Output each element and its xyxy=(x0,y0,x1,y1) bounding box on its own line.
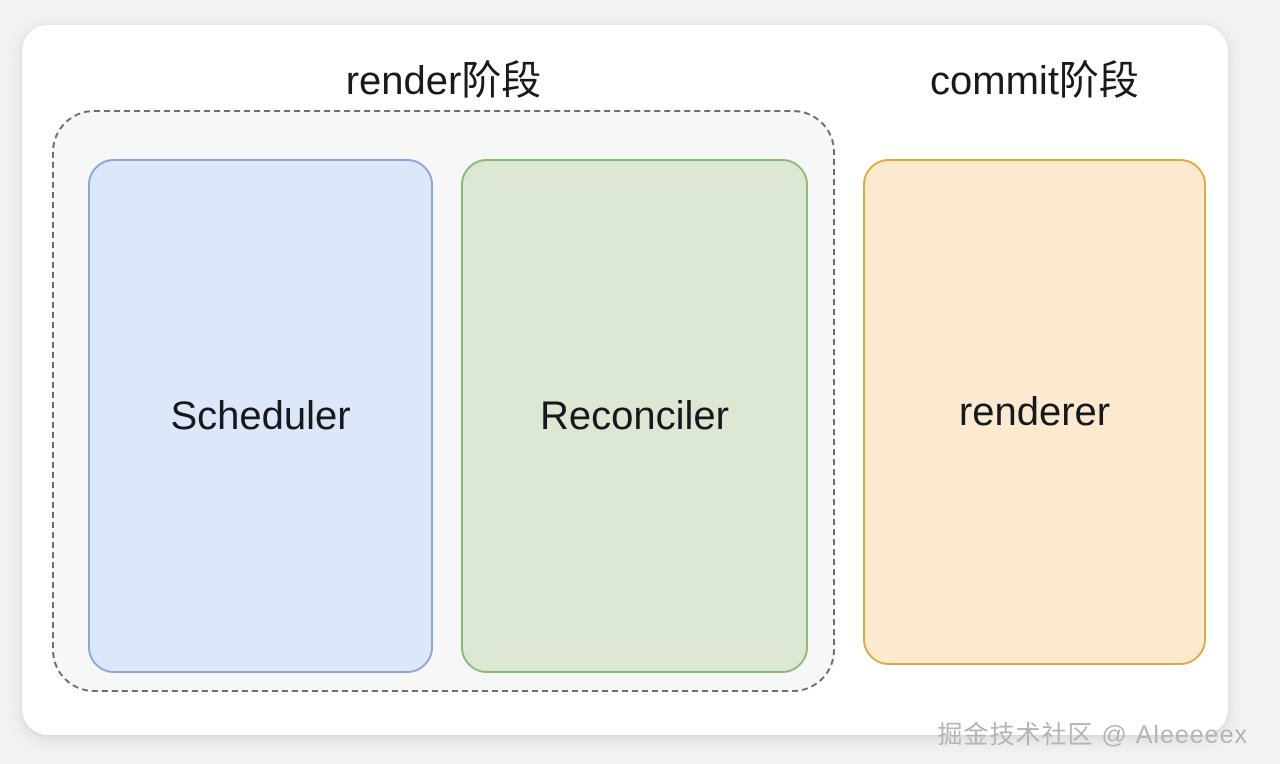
box-scheduler: Scheduler xyxy=(88,159,433,673)
phase-title-render: render阶段 xyxy=(345,59,542,103)
box-renderer-label: renderer xyxy=(958,390,1111,434)
box-reconciler: Reconciler xyxy=(461,159,808,673)
box-reconciler-label: Reconciler xyxy=(540,394,729,438)
diagram-card: render阶段 commit阶段 Scheduler Reconciler r… xyxy=(22,25,1228,735)
watermark: 掘金技术社区 @ Aleeeeex xyxy=(937,721,1248,749)
box-renderer: renderer xyxy=(863,159,1206,665)
box-scheduler-label: Scheduler xyxy=(170,394,351,438)
phase-title-commit: commit阶段 xyxy=(930,59,1139,103)
